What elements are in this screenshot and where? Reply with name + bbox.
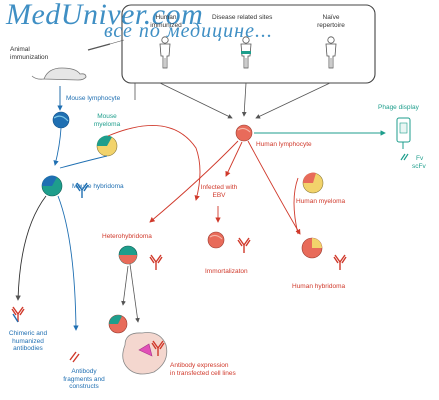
arrow (121, 265, 129, 306)
myeloma-part (302, 172, 316, 183)
phage-inner (399, 122, 408, 134)
chimeric-antibody-part (12, 313, 19, 323)
expression-nucleus (138, 343, 153, 357)
arrow (159, 82, 233, 119)
label-chimeric-antibodies: Chimeric and humanized antibodies (8, 330, 48, 352)
source-human-immunized: Human immunized (150, 14, 182, 29)
label-immortalization: Immortalizaton (205, 268, 248, 275)
syringe-needle (109, 39, 125, 45)
source-naive-repertoire: Naïve repertoire (317, 14, 345, 29)
expression-cell (122, 332, 168, 375)
hybridoma-part (41, 175, 57, 186)
human-lymphocyte-cell (235, 124, 253, 142)
antibody-icon (333, 254, 347, 271)
label-mouse-lymphocyte: Mouse lymphocyte (66, 95, 121, 102)
label-mouse-myeloma: Mouse myeloma (93, 113, 121, 128)
connector (293, 177, 299, 235)
label-antibody-fragments: Antibody fragments and constructs (63, 368, 105, 390)
label-scfv: scFv (412, 163, 426, 170)
mouse-tail (31, 75, 45, 80)
label-fv: Fv (416, 155, 424, 162)
label-infected-ebv: Infected with EBV (200, 184, 238, 199)
mouse-icon (43, 67, 87, 81)
arrow (107, 125, 201, 201)
cell-highlight (237, 127, 251, 133)
label-mouse-hybridoma: Mouse hybridoma (72, 183, 124, 190)
antibody-fragment-icon (69, 351, 80, 363)
disease-site-marker (241, 51, 251, 54)
watermark-title: MedUniver.com (6, 0, 204, 31)
arrow (247, 140, 301, 235)
arrow (15, 195, 47, 301)
arrow (255, 82, 331, 119)
label-animal-immunization: Animal immunization (10, 46, 49, 61)
arrow (57, 195, 79, 331)
immortalized-cell (207, 231, 225, 249)
label-heterohybridoma: Heterohybridoma (102, 233, 152, 240)
cell-highlight (53, 115, 69, 122)
syringe-icon (87, 43, 111, 51)
label-human-hybridoma: Human hybridoma (292, 283, 346, 290)
label-phage-display: Phage display (378, 104, 419, 111)
antibody-icon (149, 254, 163, 271)
source-disease-sites: Disease related sites (212, 14, 273, 21)
hetero-part (109, 315, 122, 324)
label-human-lymphocyte: Human lymphocyte (256, 141, 312, 148)
arrow (241, 82, 247, 117)
arrow (53, 127, 62, 166)
antibody-icon (237, 237, 251, 254)
arrow (225, 141, 243, 177)
myeloma-nucleus (96, 135, 112, 146)
arrow (149, 140, 239, 223)
watermark-subtitle: все по медицине... (104, 20, 273, 42)
fv-fragment-icon (400, 153, 409, 161)
label-human-myeloma: Human myeloma (296, 198, 346, 205)
label-antibody-expression: Antibody expression in transfected cell … (170, 362, 236, 377)
cell-highlight (209, 234, 223, 240)
heterohybridoma-part (119, 255, 137, 264)
hybridoma-part (312, 238, 322, 248)
connector (59, 155, 108, 169)
arrow (129, 263, 140, 323)
